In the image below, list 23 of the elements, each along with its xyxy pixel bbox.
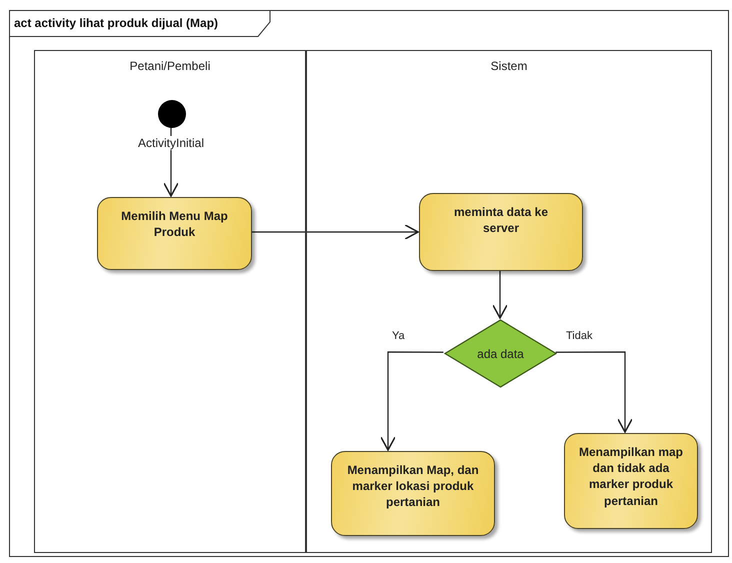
arrow	[251, 224, 419, 240]
decision-label: ada data	[477, 346, 524, 360]
action-box	[331, 451, 495, 536]
action-box	[419, 193, 583, 271]
arrow	[556, 351, 633, 433]
action-label: Menampilkan Map, dan marker lokasi produk pertanian	[346, 462, 480, 512]
edge-label: Ya	[392, 330, 405, 342]
action-label: Menampilkan map dan tidak ada marker produk pertanian	[578, 444, 684, 510]
decision-diamond	[444, 319, 557, 388]
node-caption: ActivityInitial	[138, 136, 204, 150]
edge-label: Tidak	[566, 330, 592, 342]
initial-node	[158, 100, 186, 128]
lane-title: Sistem	[490, 59, 528, 73]
arrow	[492, 270, 508, 319]
action-box	[97, 197, 252, 270]
swimlane	[306, 50, 712, 553]
action-label: meminta data ke server	[452, 204, 550, 238]
swimlane	[34, 50, 306, 553]
lane-title: Petani/Pembeli	[128, 59, 212, 73]
action-label: Memilih Menu Map Produk	[120, 208, 229, 242]
action-box	[564, 433, 698, 529]
arrow	[380, 351, 444, 451]
frame-title: act activity lihat produk dijual (Map)	[14, 16, 218, 30]
